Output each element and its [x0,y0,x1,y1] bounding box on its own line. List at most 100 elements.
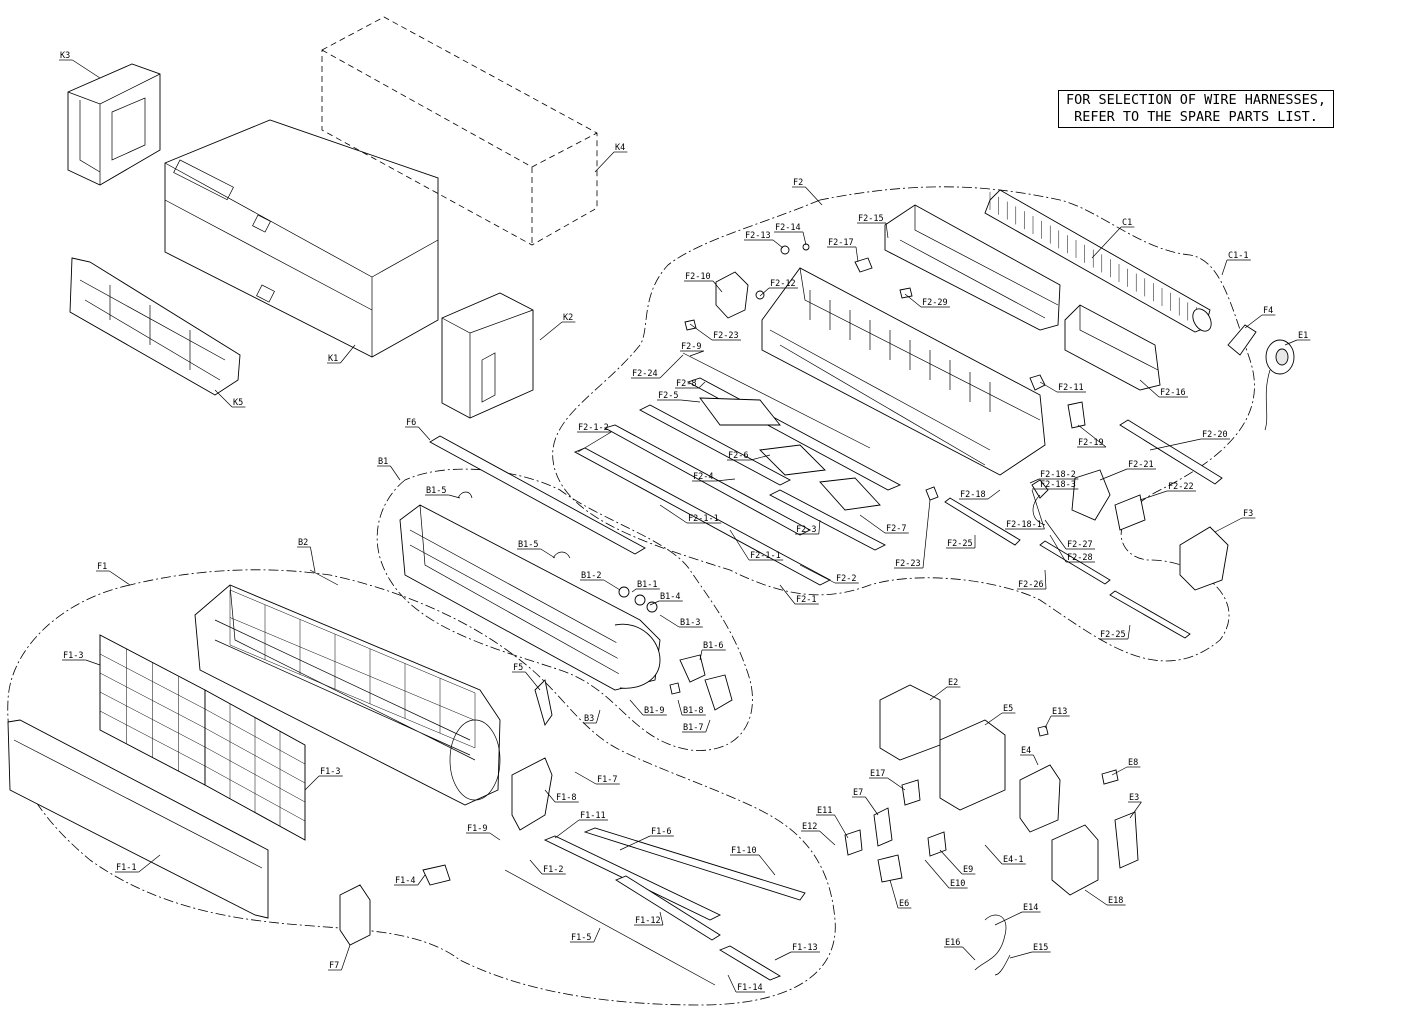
label-e14: E14 [994,903,1041,926]
note-line-2: REFER TO THE SPARE PARTS LIST. [1074,109,1318,125]
label-text: F1-5 [571,933,591,943]
label-e7: E7 [852,788,879,816]
label-text: F1 [97,562,107,572]
label-b2: B2 [297,538,316,573]
label-text: F2-23 [713,331,739,341]
f2-16-bearing-housing [1064,304,1161,391]
label-f2-5: F2-5 [657,391,701,403]
e-small-parts [844,725,1119,976]
label-f2-26: F2-26 [1017,569,1047,590]
label-b1-1: B1-1 [631,580,660,593]
c1-cross-flow-fan [984,189,1212,333]
label-text: F2-27 [1067,540,1093,550]
label-text: F2-24 [632,369,658,379]
label-f2-7: F2-7 [859,514,909,534]
f2-10-side-bracket [715,271,749,319]
label-text: F2-3 [796,525,816,535]
label-e15: E15 [1009,943,1051,959]
label-f2: F2 [792,178,823,206]
label-text: F2-1-2 [578,423,609,433]
label-text: F1-8 [556,793,576,803]
label-text: F1-10 [731,846,757,856]
f1-lower-parts [339,679,806,986]
label-text: E9 [963,865,973,875]
f3-side-cover [1179,526,1229,591]
label-text: F1-13 [792,943,818,953]
label-e18: E18 [1084,889,1126,906]
label-f2-6: F2-6 [727,451,771,461]
label-text: K4 [615,143,625,153]
label-f2-1: F2-1 [779,584,819,605]
b1-heat-exchanger [399,504,661,691]
label-f1-1: F1-1 [115,854,161,873]
label-f1-4: F1-4 [394,874,426,886]
label-f2-19: F2-19 [1077,424,1107,448]
label-f1-7: F1-7 [574,771,620,785]
label-text: F2-11 [1058,383,1084,393]
label-text: F2-7 [886,524,906,534]
label-b1-4: B1-4 [649,592,683,606]
label-text: E11 [817,806,832,816]
label-text: F2-14 [775,223,801,233]
label-text: B1-9 [644,706,664,716]
f2-15-drain-pan [884,204,1061,331]
f2-cabinet-body [761,267,1046,476]
label-text: E5 [1003,704,1013,714]
label-text: F3 [1243,509,1253,519]
label-f2-18: F2-18 [959,489,1001,500]
label-text: F1-3 [63,651,83,661]
label-f2-1-1b: F2-1-1 [729,529,784,561]
label-text: F2-25 [947,539,973,549]
wire-harness-note: FOR SELECTION OF WIRE HARNESSES, REFER T… [1058,90,1334,128]
label-e2: E2 [929,678,961,701]
label-e17: E17 [869,769,906,791]
label-text: B1-3 [680,618,700,628]
label-f1-2: F1-2 [529,859,566,875]
label-e5: E5 [984,704,1016,726]
label-b1: B1 [377,457,401,481]
label-text: C1 [1122,218,1132,228]
label-text: F2-4 [693,472,713,482]
label-text: F1-6 [651,827,671,837]
label-f2-28: F2-28 [1049,534,1095,563]
f2-25-26-rails [944,494,1191,639]
label-e12: E12 [801,822,836,846]
label-text: E2 [948,678,958,688]
label-text: F2-25 [1100,630,1126,640]
label-text: F2-18-2 [1040,470,1076,480]
k3-packing-cushion [67,63,161,186]
label-f2-25b: F2-25 [1099,624,1131,640]
label-f2-18-3: F2-18-3 [1032,480,1079,490]
label-text: E16 [945,938,960,948]
label-e10: E10 [924,859,968,889]
label-text: B1-7 [683,723,703,733]
label-text: F1-11 [580,811,606,821]
label-f1-10: F1-10 [730,846,776,876]
label-f1-3b: F1-3 [304,767,343,791]
label-f2-17: F2-17 [827,238,859,263]
label-text: E14 [1023,903,1038,913]
f2-22-bracket [1114,494,1146,531]
label-text: F2-29 [922,298,948,308]
label-text: F1-2 [543,865,563,875]
label-text: E13 [1052,707,1067,717]
label-k2: K2 [539,313,576,341]
label-e8: E8 [1111,758,1141,776]
label-f3: F3 [1214,509,1256,533]
label-e1: E1 [1284,331,1311,346]
label-text: B1-2 [581,571,601,581]
label-c1-1: C1-1 [1221,251,1251,276]
label-e13: E13 [1044,707,1070,729]
label-text: F2-10 [685,272,711,282]
label-b1-7: B1-7 [682,719,711,733]
label-text: F2-20 [1202,430,1228,440]
label-f2-13: F2-13 [744,231,784,249]
label-text: F2-26 [1018,580,1044,590]
label-text: F2-22 [1168,482,1194,492]
f2-louvers-and-rails [573,352,902,586]
f2-21-bearing-bracket [1071,469,1111,521]
label-b1-9: B1-9 [629,699,667,716]
label-text: F2-18-3 [1040,480,1076,490]
label-b1-6: B1-6 [699,641,726,661]
